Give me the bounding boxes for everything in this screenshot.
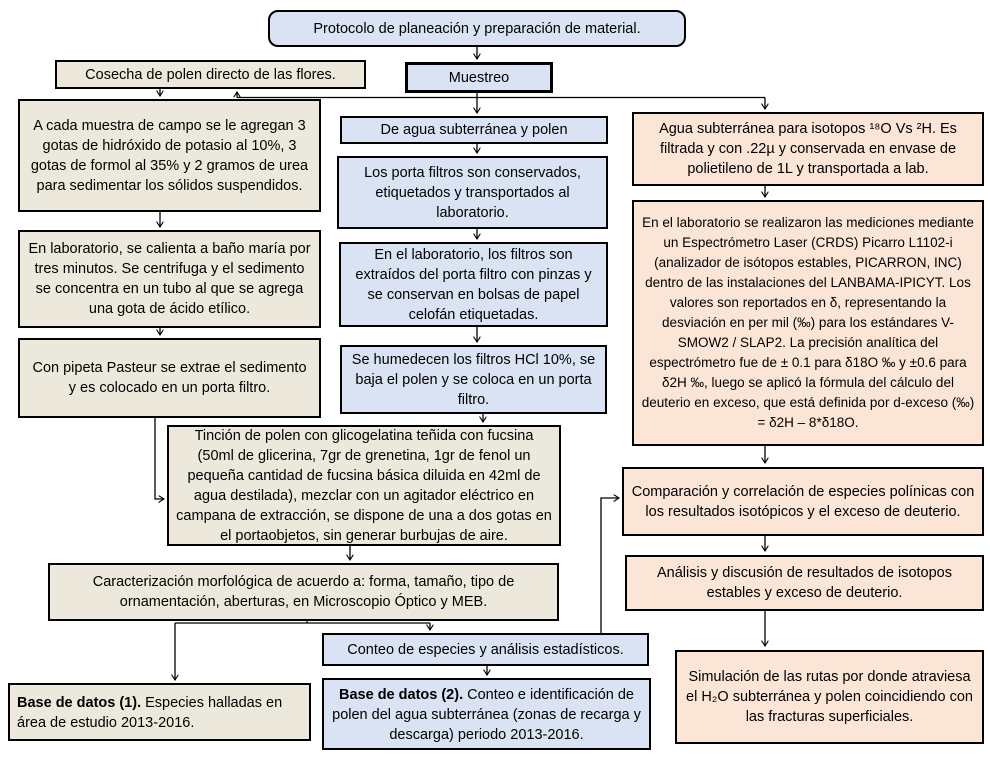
node-bano-maria: En laboratorio, se calienta a baño maría… xyxy=(18,230,321,328)
node-base-datos-2: Base de datos (2). Conteo e identificaci… xyxy=(322,678,651,750)
node-analisis-discusion: Análisis y discusión de resultados de is… xyxy=(625,555,984,611)
node-pipeta-pasteur: Con pipeta Pasteur se extrae el sediment… xyxy=(18,338,321,418)
node-tincion-polen: Tinción de polen con glicogelatina teñid… xyxy=(167,425,561,546)
node-filtros-extraidos: En el laboratorio, los filtros son extra… xyxy=(339,242,608,327)
node-simulacion-rutas: Simulación de las rutas por donde atravi… xyxy=(675,650,984,744)
node-humedecen-filtros: Se humedecen los filtros HCl 10%, se baj… xyxy=(340,345,607,414)
node-base-datos-1: Base de datos (1). Especies halladas en … xyxy=(8,683,311,741)
node-muestra-campo: A cada muestra de campo se le agregan 3 … xyxy=(18,99,321,212)
base-datos-1-label: Base de datos (1). xyxy=(17,695,142,711)
node-espectrometro-crds: En el laboratorio se realizaron las medi… xyxy=(632,200,984,446)
node-agua-isotopos: Agua subterránea para isotopos ¹⁸O Vs ²H… xyxy=(632,112,984,186)
node-agua-subterranea-polen: De agua subterránea y polen xyxy=(340,116,608,144)
base-datos-1-text: Especies halladas en área de estudio 201… xyxy=(17,695,283,731)
base-datos-2-label: Base de datos (2). xyxy=(339,687,464,703)
node-conteo-especies: Conteo de especies y análisis estadístic… xyxy=(322,633,649,666)
node-protocolo-planeacion: Protocolo de planeación y preparación de… xyxy=(268,10,686,47)
base-datos-2-text: Conteo e identificación de polen del agu… xyxy=(332,687,641,743)
node-porta-filtros: Los porta filtros son conservados, etiqu… xyxy=(337,156,608,229)
node-caracterizacion-morfologica: Caracterización morfológica de acuerdo a… xyxy=(48,563,559,621)
node-muestreo: Muestreo xyxy=(405,62,553,93)
node-cosecha-polen: Cosecha de polen directo de las flores. xyxy=(55,60,366,89)
node-comparacion-correlacion: Comparación y correlación de especies po… xyxy=(622,467,984,536)
